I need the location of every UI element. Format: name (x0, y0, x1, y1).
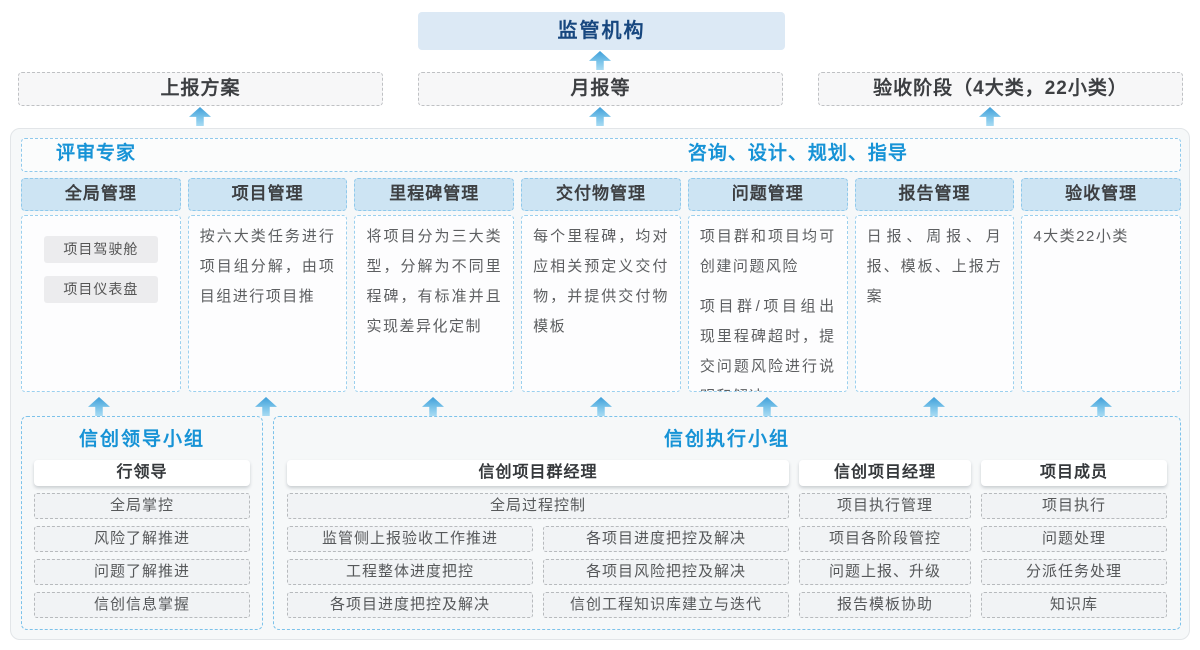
column-title: 项目管理 (187, 178, 348, 211)
column-paragraph: 日报、周报、月报、模板、上报方案 (866, 228, 1003, 305)
up-arrow-icon (1090, 397, 1112, 416)
column-title: 全局管理 (21, 178, 181, 211)
column-title: 里程碑管理 (354, 178, 515, 211)
up-arrow-icon (255, 397, 277, 416)
column-paragraph: 按六大类任务进行项目组分解，由项目组进行项目推 (199, 228, 336, 305)
pgm-item: 各项目进度把控及解决 (287, 592, 533, 618)
pgm-item: 工程整体进度把控 (287, 559, 533, 585)
acceptance-stage-box: 验收阶段（4大类，22小类） (818, 72, 1183, 106)
review-experts-label: 评审专家 (56, 143, 137, 164)
consult-design-label: 咨询、设计、规划、指导 (687, 143, 908, 164)
column-global-management: 全局管理 项目驾驶舱 项目仪表盘 (21, 178, 181, 392)
project-dashboard-chip: 项目仪表盘 (43, 276, 158, 303)
pm-item: 项目执行管理 (799, 493, 971, 519)
panel-header: 评审专家 咨询、设计、规划、指导 (21, 138, 1181, 172)
up-arrow-icon (422, 397, 444, 416)
up-arrow-icon (189, 107, 211, 126)
column-title: 问题管理 (687, 178, 848, 211)
main-panel: 评审专家 咨询、设计、规划、指导 全局管理 项目驾驶舱 项目仪表盘 项目管理 按… (10, 128, 1190, 640)
column-issue-management: 问题管理 项目群和项目均可创建问题风险 项目群/项目组出现里程碑超时，提交问题风… (687, 178, 848, 392)
column-body: 每个里程碑，均对应相关预定义交付物，并提供交付物模板 (521, 215, 681, 392)
project-cockpit-chip: 项目驾驶舱 (43, 236, 158, 263)
pgm-item: 信创工程知识库建立与迭代 (543, 592, 789, 618)
pgm-item: 各项目进度把控及解决 (543, 526, 789, 552)
exec-group-title: 信创执行小组 (663, 429, 790, 450)
member-item: 知识库 (981, 592, 1167, 618)
project-manager-card: 信创项目经理 (799, 460, 971, 486)
column-title: 验收管理 (1021, 178, 1182, 211)
leader-group: 信创领导小组 行领导 全局掌控 风险了解推进 问题了解推进 信创信息掌握 (21, 416, 263, 630)
member-card: 项目成员 (981, 460, 1167, 486)
up-arrow-icon (756, 397, 778, 416)
leader-item: 风险了解推进 (34, 526, 250, 552)
exec-columns: 信创项目群经理 全局过程控制 监管侧上报验收工作推进 工程整体进度把控 各项目进… (274, 460, 1180, 618)
pgm-subcolumns: 监管侧上报验收工作推进 工程整体进度把控 各项目进度把控及解决 各项目进度把控及… (287, 519, 789, 618)
leader-item: 全局掌控 (34, 493, 250, 519)
leader-item: 问题了解推进 (34, 559, 250, 585)
leader-group-title: 信创领导小组 (78, 429, 205, 450)
column-body: 日报、周报、月报、模板、上报方案 (854, 215, 1015, 392)
column-body: 4大类22小类 (1021, 215, 1182, 392)
member-column: 项目成员 项目执行 问题处理 分派任务处理 知识库 (981, 460, 1167, 618)
column-milestone-management: 里程碑管理 将项目分为三大类型，分解为不同里程碑，有标准并且实现差异化定制 (354, 178, 515, 392)
bank-leader-card: 行领导 (34, 460, 250, 486)
column-project-management: 项目管理 按六大类任务进行项目组分解，由项目组进行项目推 (187, 178, 348, 392)
column-body: 按六大类任务进行项目组分解，由项目组进行项目推 (187, 215, 348, 392)
pgm-left-subcolumn: 监管侧上报验收工作推进 工程整体进度把控 各项目进度把控及解决 (287, 519, 533, 618)
pgm-item: 全局过程控制 (287, 493, 789, 519)
member-item: 分派任务处理 (981, 559, 1167, 585)
column-report-management: 报告管理 日报、周报、月报、模板、上报方案 (854, 178, 1015, 392)
up-arrow-icon (923, 397, 945, 416)
bottom-groups: 信创领导小组 行领导 全局掌控 风险了解推进 问题了解推进 信创信息掌握 信创执… (21, 416, 1181, 630)
program-manager-column: 信创项目群经理 全局过程控制 监管侧上报验收工作推进 工程整体进度把控 各项目进… (287, 460, 789, 618)
pm-item: 报告模板协助 (799, 592, 971, 618)
up-arrow-icon (979, 107, 1001, 126)
up-arrow-icon (589, 107, 611, 126)
up-arrow-icon (88, 397, 110, 416)
column-paragraph: 项目群和项目均可创建问题风险 (699, 228, 836, 275)
project-manager-column: 信创项目经理 项目执行管理 项目各阶段管控 问题上报、升级 报告模板协助 (799, 460, 971, 618)
management-columns: 全局管理 项目驾驶舱 项目仪表盘 项目管理 按六大类任务进行项目组分解，由项目组… (21, 178, 1182, 392)
column-acceptance-management: 验收管理 4大类22小类 (1021, 178, 1182, 392)
monthly-report-box: 月报等 (418, 72, 783, 106)
column-paragraph: 每个里程碑，均对应相关预定义交付物，并提供交付物模板 (533, 228, 669, 335)
pgm-item: 监管侧上报验收工作推进 (287, 526, 533, 552)
column-title: 报告管理 (854, 178, 1015, 211)
pm-item: 问题上报、升级 (799, 559, 971, 585)
column-paragraph: 4大类22小类 (1033, 228, 1129, 245)
up-arrow-icon (590, 397, 612, 416)
report-plan-box: 上报方案 (18, 72, 383, 106)
column-title: 交付物管理 (521, 178, 681, 211)
column-deliverable-management: 交付物管理 每个里程碑，均对应相关预定义交付物，并提供交付物模板 (521, 178, 681, 392)
column-paragraph: 将项目分为三大类型，分解为不同里程碑，有标准并且实现差异化定制 (366, 228, 503, 335)
up-arrow-icon (589, 51, 611, 70)
member-item: 项目执行 (981, 493, 1167, 519)
column-body: 项目驾驶舱 项目仪表盘 (21, 215, 181, 392)
member-item: 问题处理 (981, 526, 1167, 552)
pgm-right-subcolumn: 各项目进度把控及解决 各项目风险把控及解决 信创工程知识库建立与迭代 (543, 519, 789, 618)
column-body: 项目群和项目均可创建问题风险 项目群/项目组出现里程碑超时，提交问题风险进行说明… (687, 215, 848, 392)
pm-item: 项目各阶段管控 (799, 526, 971, 552)
regulator-box: 监管机构 (418, 12, 785, 50)
column-body: 将项目分为三大类型，分解为不同里程碑，有标准并且实现差异化定制 (354, 215, 515, 392)
program-manager-card: 信创项目群经理 (287, 460, 789, 486)
exec-group: 信创执行小组 信创项目群经理 全局过程控制 监管侧上报验收工作推进 工程整体进度… (273, 416, 1181, 630)
leader-item: 信创信息掌握 (34, 592, 250, 618)
pgm-item: 各项目风险把控及解决 (543, 559, 789, 585)
column-paragraph: 项目群/项目组出现里程碑超时，提交问题风险进行说明和解决 (699, 298, 836, 391)
